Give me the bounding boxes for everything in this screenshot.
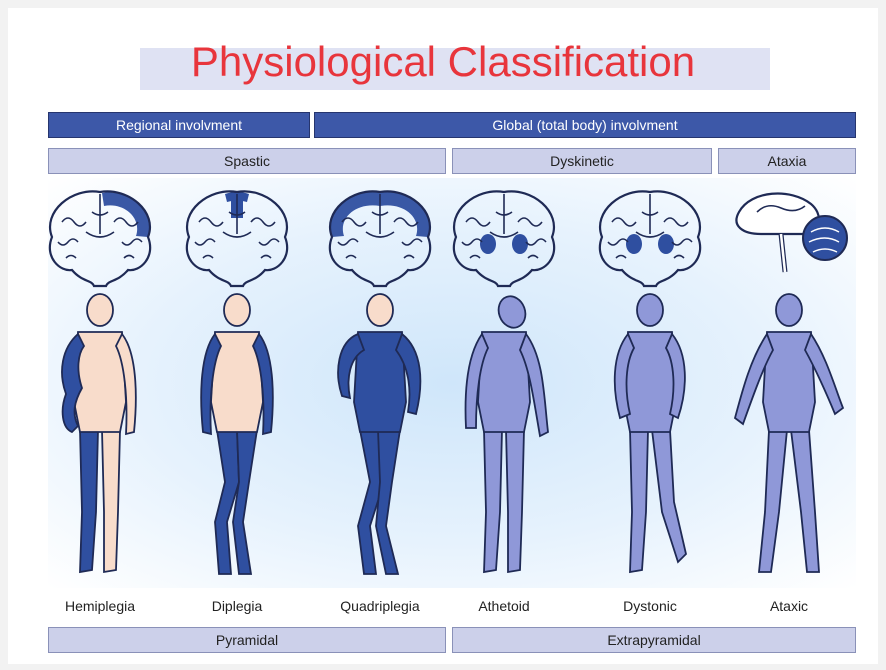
caption-hemiplegia: Hemiplegia: [32, 598, 168, 614]
brain-hemiplegia-icon: [50, 191, 150, 286]
header-regional: Regional involvment: [48, 112, 310, 138]
body-diplegia-figure: [201, 294, 273, 574]
figure-legL: [759, 430, 787, 572]
figure-legR: [652, 430, 686, 562]
figure-head: [637, 294, 663, 326]
footer-pyramidal: Pyramidal: [48, 627, 446, 653]
figure-head: [224, 294, 250, 326]
header-global: Global (total body) involvment: [314, 112, 856, 138]
caption-diplegia: Diplegia: [169, 598, 305, 614]
panel-diplegia: [169, 182, 305, 582]
body-ataxic-figure: [735, 294, 843, 572]
panel-dystonic: [582, 182, 718, 582]
figure-legR: [102, 430, 120, 572]
slide-title: Physiological Classification: [0, 38, 886, 86]
figure-head: [776, 294, 802, 326]
body-hemiplegia-figure: [62, 294, 136, 572]
caption-athetoid: Athetoid: [436, 598, 572, 614]
brain-athetoid-icon: [454, 191, 554, 286]
category-dyskinetic: Dyskinetic: [452, 148, 712, 174]
body-athetoid-figure: [466, 293, 548, 572]
figure-legL: [630, 430, 648, 572]
body-quadriplegia-figure: [338, 294, 420, 574]
figure-legR: [376, 430, 400, 574]
brain-quadriplegia-icon: [330, 191, 430, 286]
figure-head: [87, 294, 113, 326]
brain-dystonic-icon: [600, 191, 700, 286]
figure-legL: [484, 430, 502, 572]
caption-ataxic: Ataxic: [721, 598, 857, 614]
footer-extrapyramidal: Extrapyramidal: [452, 627, 856, 653]
figure-legL: [80, 430, 98, 572]
panel-ataxic: [721, 182, 857, 582]
brain-ataxic-icon: [736, 194, 847, 272]
category-spastic: Spastic: [48, 148, 446, 174]
category-ataxia: Ataxia: [718, 148, 856, 174]
body-dystonic-figure: [615, 294, 686, 572]
figure-legR: [791, 430, 819, 572]
figure-legR: [506, 430, 524, 572]
brain-diplegia-icon: [187, 191, 287, 286]
caption-dystonic: Dystonic: [582, 598, 718, 614]
panel-athetoid: [436, 182, 572, 582]
panel-hemiplegia: [32, 182, 168, 582]
caption-quadriplegia: Quadriplegia: [312, 598, 448, 614]
figure-head: [494, 293, 529, 332]
panel-quadriplegia: [312, 182, 448, 582]
figure-head: [367, 294, 393, 326]
